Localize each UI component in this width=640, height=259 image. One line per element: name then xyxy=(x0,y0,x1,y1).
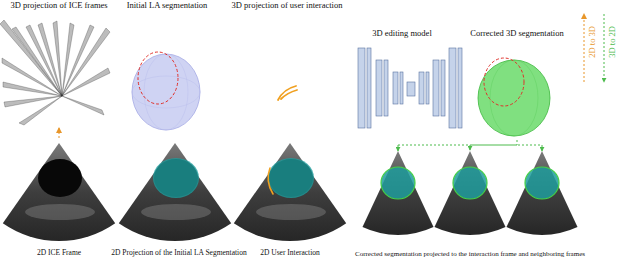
ice-3d-panel: 3D projection of ICE frames xyxy=(2,0,116,128)
corrected-mask xyxy=(381,167,415,199)
tissue xyxy=(25,204,95,220)
mesh-wire xyxy=(132,76,200,108)
ice-frame-slice xyxy=(3,82,62,96)
panel-title: 3D editing model xyxy=(354,29,450,39)
editing-model-panel: 3D editing model xyxy=(354,28,450,140)
initial-seg-panel: Initial LA segmentation xyxy=(118,0,216,136)
panel-caption: 2D User Interaction xyxy=(232,249,348,258)
ice-frame-slice xyxy=(62,68,110,96)
panel-caption: Corrected segmentation projected to the … xyxy=(340,250,600,258)
direction-label: 2D to 3D xyxy=(588,26,597,58)
projection-arrow xyxy=(470,140,517,150)
ice-frame-slice xyxy=(62,28,110,96)
unet-block xyxy=(449,48,456,128)
mesh-wire xyxy=(490,60,538,136)
unet-block xyxy=(433,60,439,116)
unet-block xyxy=(358,48,365,128)
user-scribble xyxy=(278,86,297,100)
ice-frame-slice xyxy=(19,96,62,125)
ice-frame-slice xyxy=(2,58,62,96)
mesh-wire xyxy=(144,54,188,130)
ice-frame xyxy=(435,151,506,235)
panel-title: 3D projection of user interaction xyxy=(220,1,354,11)
ice-frame-slice xyxy=(0,20,62,96)
ice-frame-slice xyxy=(62,25,94,96)
unet-block xyxy=(376,60,382,116)
panel-title: Corrected 3D segmentation xyxy=(466,29,568,39)
projection-branch xyxy=(398,145,399,151)
ice-frame xyxy=(234,143,346,241)
ice-frame-slice xyxy=(53,21,62,96)
la-mesh xyxy=(132,54,200,130)
ice-frame-slice xyxy=(12,27,62,96)
interaction-3d-panel: 3D projection of user interaction xyxy=(220,0,354,136)
panel-caption: 2D ICE Frame xyxy=(2,249,116,258)
ice-frame xyxy=(363,151,434,235)
ice-frame xyxy=(119,143,231,241)
tissue xyxy=(256,204,326,220)
user-scribble xyxy=(268,168,273,194)
unet-block xyxy=(400,72,403,104)
la-chamber xyxy=(154,159,198,197)
unet-block xyxy=(426,72,429,104)
panel-title: Initial LA segmentation xyxy=(118,1,216,11)
corrected-mask xyxy=(525,167,559,199)
unet-block xyxy=(384,60,388,116)
direction-label: 3D to 2D xyxy=(608,26,617,58)
panel-title: 3D projection of ICE frames xyxy=(2,1,116,11)
corrected-region xyxy=(484,58,524,106)
direction-arrow xyxy=(584,14,585,82)
unet-block xyxy=(441,60,445,116)
corrected-frames-panel: Corrected segmentation projected to the … xyxy=(340,150,600,259)
unet xyxy=(358,48,462,128)
panel-caption: 2D Projection of the Initial LA Segmenta… xyxy=(104,249,254,258)
unet-block xyxy=(419,72,424,104)
unet-block xyxy=(458,48,462,128)
projection-arrow xyxy=(59,128,60,138)
corrected-mask xyxy=(453,167,487,199)
interaction-frame-panel: 2D User Interaction xyxy=(232,138,348,259)
initial-mask xyxy=(268,158,314,198)
ice-frame-slice xyxy=(62,96,104,115)
unet-block xyxy=(407,82,415,96)
initial-mask xyxy=(153,158,199,198)
direction-arrow xyxy=(604,14,605,82)
corrected-3d-panel: Corrected 3D segmentation xyxy=(466,28,568,140)
ice-frame xyxy=(3,143,115,241)
error-region xyxy=(138,52,178,104)
ice-frame xyxy=(507,151,578,235)
ice-frame-slice xyxy=(62,23,74,96)
unet-block xyxy=(367,48,371,128)
ice-frame-panel: 2D ICE Frame xyxy=(2,138,116,259)
projection-frame-panel: 2D Projection of the Initial LA Segmenta… xyxy=(104,138,254,259)
projection-branch xyxy=(542,145,543,151)
ice-frame-fan xyxy=(0,20,110,125)
la-chamber xyxy=(269,159,313,197)
tissue xyxy=(141,204,211,220)
unet-block xyxy=(393,72,398,104)
la-chamber xyxy=(38,159,82,197)
